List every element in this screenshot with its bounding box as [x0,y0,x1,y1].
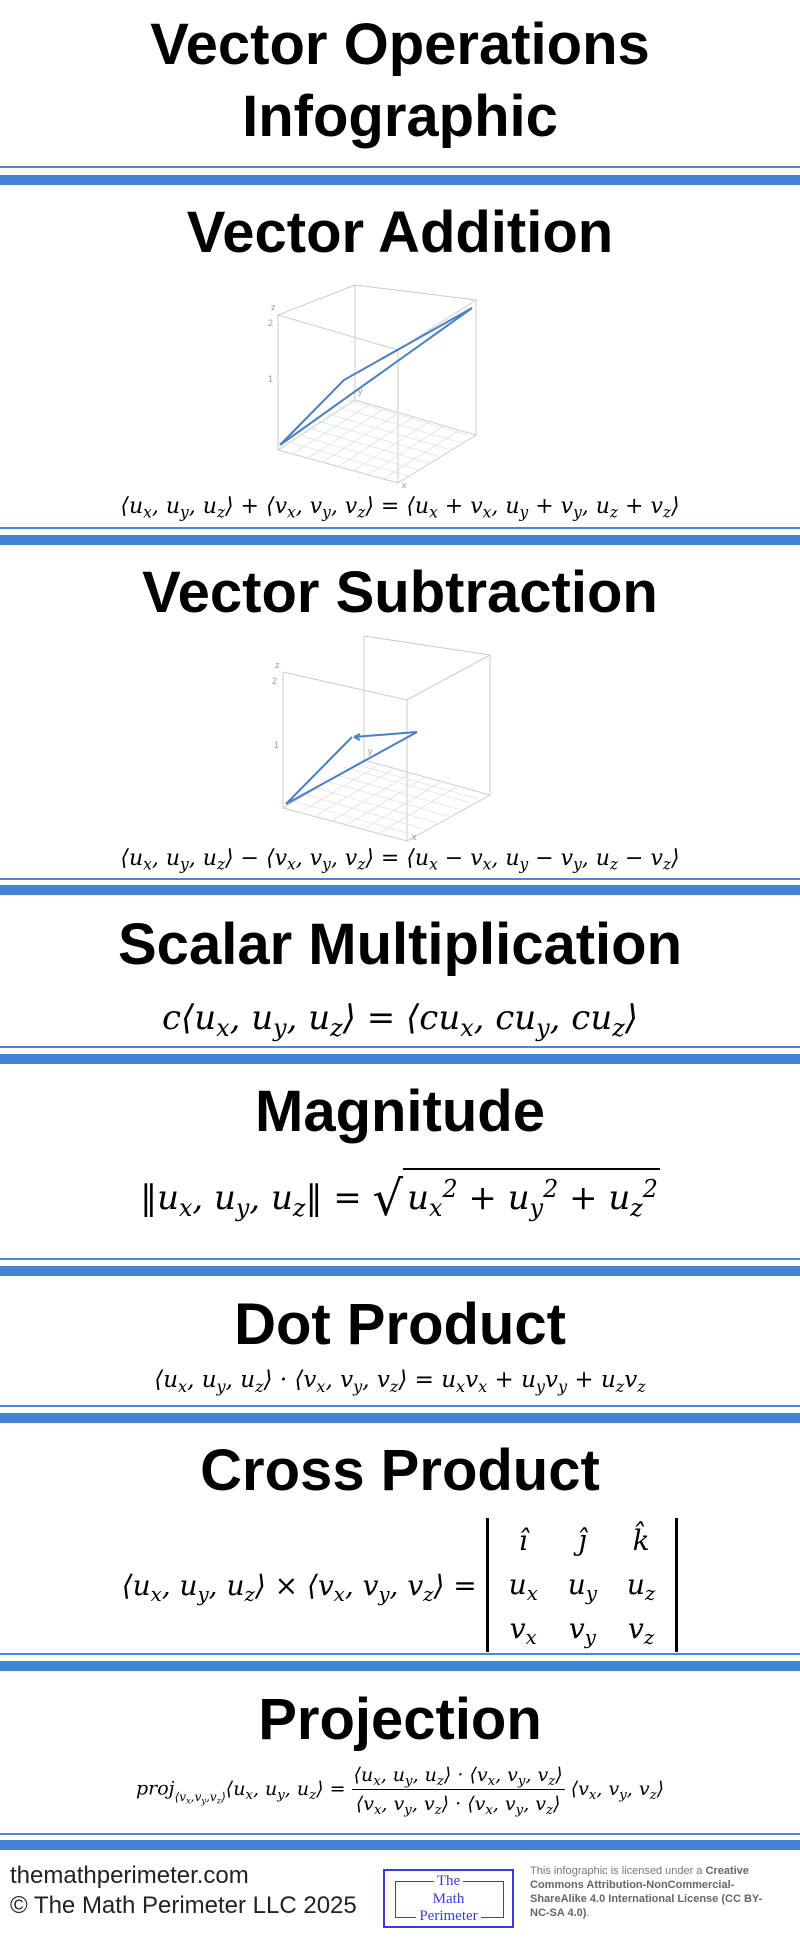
divider [0,1405,800,1407]
formula-vector-subtraction: ⟨ux, uy, uz⟩ − ⟨vx, vy, vz⟩ = ⟨ux − vx, … [120,846,680,874]
magnitude-lhs: ‖ux, uy, uz‖ = [140,1178,373,1223]
radical-sign: √ [372,1171,404,1227]
title-line-2: Infographic [242,84,558,149]
matrix-cell: ux [508,1568,538,1605]
vector-sum [279,307,473,446]
vector-addition-plot: 2 1 z y x [268,284,478,490]
math-perimeter-logo: The Math Perimeter [383,1869,514,1928]
divider [0,878,800,880]
divider [0,1266,800,1276]
logo-text: Math [429,1891,468,1907]
divider [0,1653,800,1655]
vector-u [285,736,353,805]
cross-lhs: ⟨ux, uy, uz⟩ × ⟨vx, vy, vz⟩ = [121,1568,486,1606]
matrix-cell: uz [626,1568,656,1605]
divider [0,175,800,185]
heading-vector-addition: Vector Addition [186,200,614,265]
matrix-row: î ĵ k̂ [495,1520,670,1562]
title-line-1: Vector Operations [150,12,650,77]
denominator: ⟨vx, vy, vz⟩ · ⟨vx, vy, vz⟩ [355,1793,561,1818]
proj-rhs: ⟨vx, vy, vz⟩ [564,1777,664,1803]
heading-scalar-multiplication: Scalar Multiplication [118,912,682,977]
formula-magnitude: ‖ux, uy, uz‖ = √ux2 + uy2 + uz2 [0,1168,800,1227]
z-tick: 1 [268,374,273,384]
matrix-cell: vz [628,1612,655,1649]
formula-dot-product: ⟨ux, uy, uz⟩ · ⟨vx, vy, vz⟩ = uxvx + uyv… [154,1367,646,1396]
divider [0,1840,800,1850]
heading-projection: Projection [258,1687,542,1752]
license-prefix: This infographic is licensed under a [530,1865,706,1877]
divider [0,1413,800,1423]
axis-label-x: x [402,480,407,490]
vector-subtraction-plot: 2 1 z y x [272,636,492,842]
license-text: This infographic is licensed under a Cre… [530,1864,780,1920]
formula-scalar-multiplication: c⟨ux, uy, uz⟩ = ⟨cux, cuy, cuz⟩ [161,998,639,1043]
divider [0,1661,800,1671]
matrix-cell: k̂ [632,1524,650,1557]
z-tick: 1 [274,740,279,750]
matrix-cell: vy [568,1612,596,1649]
divider [0,1833,800,1835]
heading-dot-product: Dot Product [234,1292,566,1357]
axis-label-y: y [358,386,363,396]
heading-magnitude: Magnitude [255,1079,545,1144]
heading-vector-subtraction: Vector Subtraction [142,560,658,625]
divider [0,1054,800,1064]
vector-v [285,731,418,805]
license-suffix: . [586,1907,590,1919]
divider [0,1258,800,1260]
numerator: ⟨ux, uy, uz⟩ · ⟨vx, vy, vz⟩ [351,1764,565,1790]
divider [0,885,800,895]
logo-text: Perimeter [416,1908,481,1924]
divider [0,527,800,529]
fraction: ⟨ux, uy, uz⟩ · ⟨vx, vy, vz⟩ ⟨vx, vy, vz⟩ … [351,1764,565,1818]
formula-vector-addition: ⟨ux, uy, uz⟩ + ⟨vx, vy, vz⟩ = ⟨ux + vx, … [120,494,680,522]
proj-label: proj [135,1777,175,1800]
z-tick: 2 [268,318,273,328]
axis-label-y: y [368,746,373,756]
plot-floor-grid [292,763,480,837]
vector-difference [353,731,418,741]
divider [0,166,800,168]
matrix-cell: vx [509,1612,537,1649]
license-link[interactable]: Creative Commons Attribution-NonCommerci… [530,1865,763,1919]
divider [0,535,800,545]
radicand: ux2 + uy2 + uz2 [403,1168,660,1220]
copyright: © The Math Perimeter LLC 2025 [10,1892,357,1919]
axis-label-x: x [412,832,417,842]
z-tick: 2 [272,676,277,686]
axis-label-z: z [271,302,276,312]
heading-cross-product: Cross Product [200,1438,600,1503]
axis-label-z: z [275,660,280,670]
plot-box [276,284,478,484]
proj-lhs: ⟨ux, uy, uz⟩ = [225,1777,352,1803]
plot-box [281,636,492,842]
plot-floor-grid [287,399,469,480]
matrix-cell: î [518,1524,528,1557]
vector-path-u-then-v [279,307,473,446]
divider [0,1046,800,1048]
matrix-cell: uy [567,1568,597,1605]
logo-text: The [433,1873,464,1889]
matrix-cell: ĵ [578,1524,587,1557]
website-link[interactable]: themathperimeter.com [10,1862,249,1889]
formula-projection: proj⟨vx,vy,vz⟩⟨ux, uy, uz⟩ = ⟨ux, uy, uz… [0,1764,800,1818]
proj-subscript: ⟨vx,vy,vz⟩ [174,1789,226,1806]
